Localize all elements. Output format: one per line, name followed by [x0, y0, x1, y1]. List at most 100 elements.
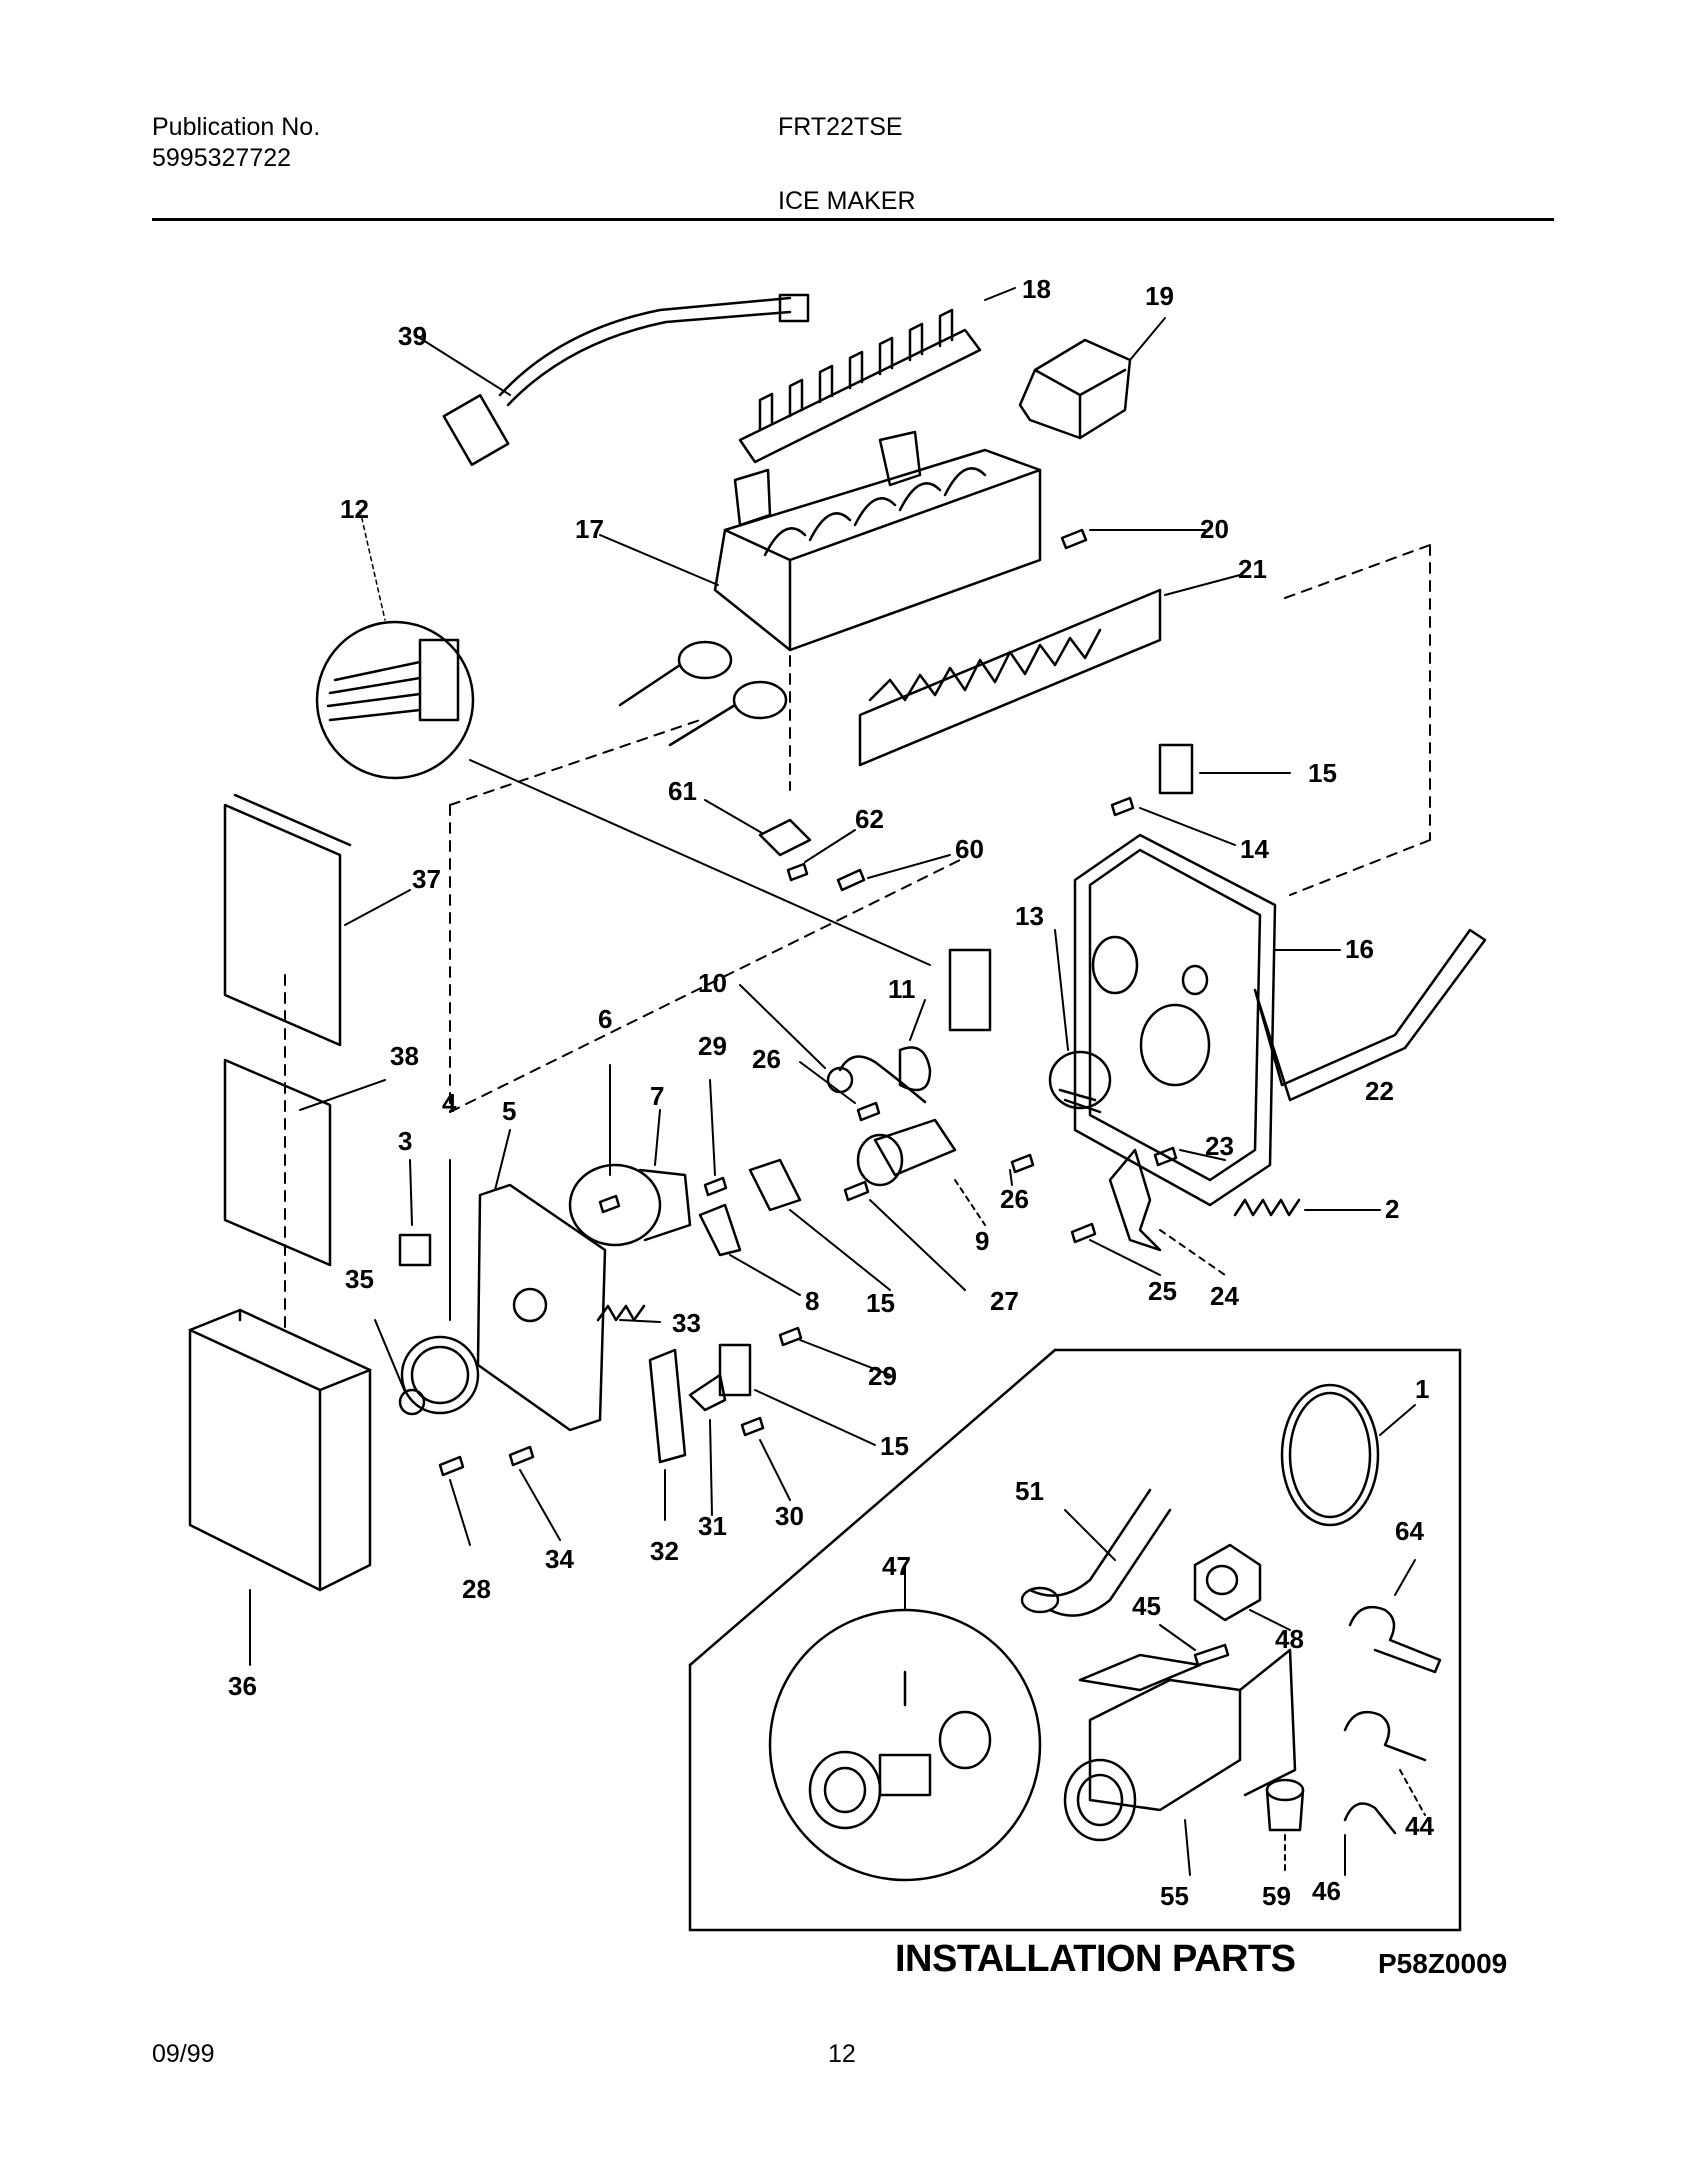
- callout-8: 8: [805, 1286, 819, 1316]
- callout-6: 6: [598, 1004, 612, 1034]
- callout-39: 39: [398, 321, 427, 351]
- callout-48: 48: [1275, 1624, 1304, 1654]
- model-number: FRT22TSE: [778, 113, 903, 141]
- callout-numbers: 1 2 3 4 5 6 7 8 9 10 11 12 13 14 15 15 1…: [228, 274, 1434, 1911]
- callout-15c: 15: [880, 1431, 909, 1461]
- screw-part: [1060, 528, 1206, 550]
- cam-part: [856, 1118, 986, 1226]
- callout-10: 10: [698, 968, 727, 998]
- bushing-part: [1265, 1778, 1305, 1876]
- lower-switch-parts: [648, 1326, 891, 1521]
- figure-number: P58Z0009: [1378, 1948, 1508, 1979]
- nut-part: [1193, 1543, 1291, 1631]
- callout-45: 45: [1132, 1591, 1161, 1621]
- callout-28: 28: [462, 1574, 491, 1604]
- callout-64: 64: [1395, 1516, 1424, 1546]
- callout-1: 1: [1415, 1374, 1429, 1404]
- callout-15b: 15: [866, 1288, 895, 1318]
- callout-35: 35: [345, 1264, 374, 1294]
- callout-24: 24: [1210, 1281, 1239, 1311]
- callout-19: 19: [1145, 281, 1174, 311]
- callout-33: 33: [672, 1308, 701, 1338]
- callout-38: 38: [390, 1041, 419, 1071]
- spring-part: [1233, 1198, 1381, 1217]
- ejector-part: [738, 287, 1016, 464]
- section-title: ICE MAKER: [778, 187, 916, 215]
- callout-61: 61: [668, 776, 697, 806]
- header-rule: [152, 218, 1554, 221]
- callout-62: 62: [855, 804, 884, 834]
- callout-2: 2: [1385, 1194, 1399, 1224]
- callout-32: 32: [650, 1536, 679, 1566]
- callout-20: 20: [1200, 514, 1229, 544]
- callout-4: 4: [442, 1088, 457, 1118]
- page-number: 12: [828, 2040, 856, 2068]
- callout-29a: 29: [698, 1031, 727, 1061]
- callout-60: 60: [955, 834, 984, 864]
- callout-51: 51: [1015, 1476, 1044, 1506]
- screws-lower: [438, 1445, 561, 1546]
- callout-44: 44: [1405, 1811, 1434, 1841]
- publication-number: 5995327722: [152, 144, 292, 172]
- mounting-plate: [398, 1129, 607, 1432]
- motor-part: [568, 1064, 692, 1247]
- thermostat-and-parts: [739, 929, 1112, 1114]
- callout-22: 22: [1365, 1076, 1394, 1106]
- callout-30: 30: [775, 1501, 804, 1531]
- callout-15a: 15: [1308, 758, 1337, 788]
- callout-26a: 26: [752, 1044, 781, 1074]
- callout-25: 25: [1148, 1276, 1177, 1306]
- screw-45: [1159, 1624, 1230, 1667]
- callout-23: 23: [1205, 1131, 1234, 1161]
- water-tube: [1020, 1488, 1172, 1617]
- connector-detail: [315, 509, 931, 966]
- callout-21: 21: [1238, 554, 1267, 584]
- valve-detail: [768, 1564, 1042, 1882]
- cover-part: [1018, 317, 1166, 440]
- bracket-and-screws: [704, 799, 951, 892]
- screws-26: [799, 1061, 1035, 1186]
- installation-parts-title: INSTALLATION PARTS: [895, 1938, 1296, 1980]
- carton-part: [188, 1308, 372, 1666]
- callout-26b: 26: [1000, 1184, 1029, 1214]
- installation-frame: [688, 1348, 1462, 1932]
- callout-55: 55: [1160, 1881, 1189, 1911]
- callout-31: 31: [698, 1511, 727, 1541]
- callout-14: 14: [1240, 834, 1269, 864]
- callout-3: 3: [398, 1126, 412, 1156]
- heater-part: [858, 574, 1241, 767]
- callout-12: 12: [340, 494, 369, 524]
- callout-36: 36: [228, 1671, 257, 1701]
- tubing-coil: [1280, 1383, 1416, 1527]
- callout-59: 59: [1262, 1881, 1291, 1911]
- sheet-part: [223, 1058, 386, 1267]
- callout-37: 37: [412, 864, 441, 894]
- switch-top: [1110, 743, 1291, 846]
- switch-cluster: [596, 1079, 966, 1323]
- housing-part: [1073, 833, 1341, 1207]
- callout-17: 17: [575, 514, 604, 544]
- mold-body-part: [599, 430, 1042, 747]
- water-valve: [1063, 1648, 1297, 1876]
- manual-part: [223, 793, 411, 1047]
- callout-9: 9: [975, 1226, 989, 1256]
- callout-46: 46: [1312, 1876, 1341, 1906]
- callout-47: 47: [882, 1551, 911, 1581]
- callout-34: 34: [545, 1544, 574, 1574]
- callout-7: 7: [650, 1081, 664, 1111]
- wire-harness-part: [414, 293, 810, 466]
- callout-13: 13: [1015, 901, 1044, 931]
- gear-part: [374, 1319, 480, 1416]
- feeler-arm-part: [1253, 928, 1487, 1102]
- clamps: [1343, 1559, 1442, 1876]
- footer-date: 09/99: [152, 2040, 215, 2068]
- callout-29b: 29: [868, 1361, 897, 1391]
- publication-label: Publication No.: [152, 113, 321, 141]
- assembly-dashed-outline: [284, 544, 1431, 1331]
- callout-27: 27: [990, 1286, 1019, 1316]
- lever-part: [1070, 1146, 1226, 1276]
- callout-18: 18: [1022, 274, 1051, 304]
- callout-11: 11: [888, 974, 916, 1004]
- callout-5: 5: [502, 1096, 516, 1126]
